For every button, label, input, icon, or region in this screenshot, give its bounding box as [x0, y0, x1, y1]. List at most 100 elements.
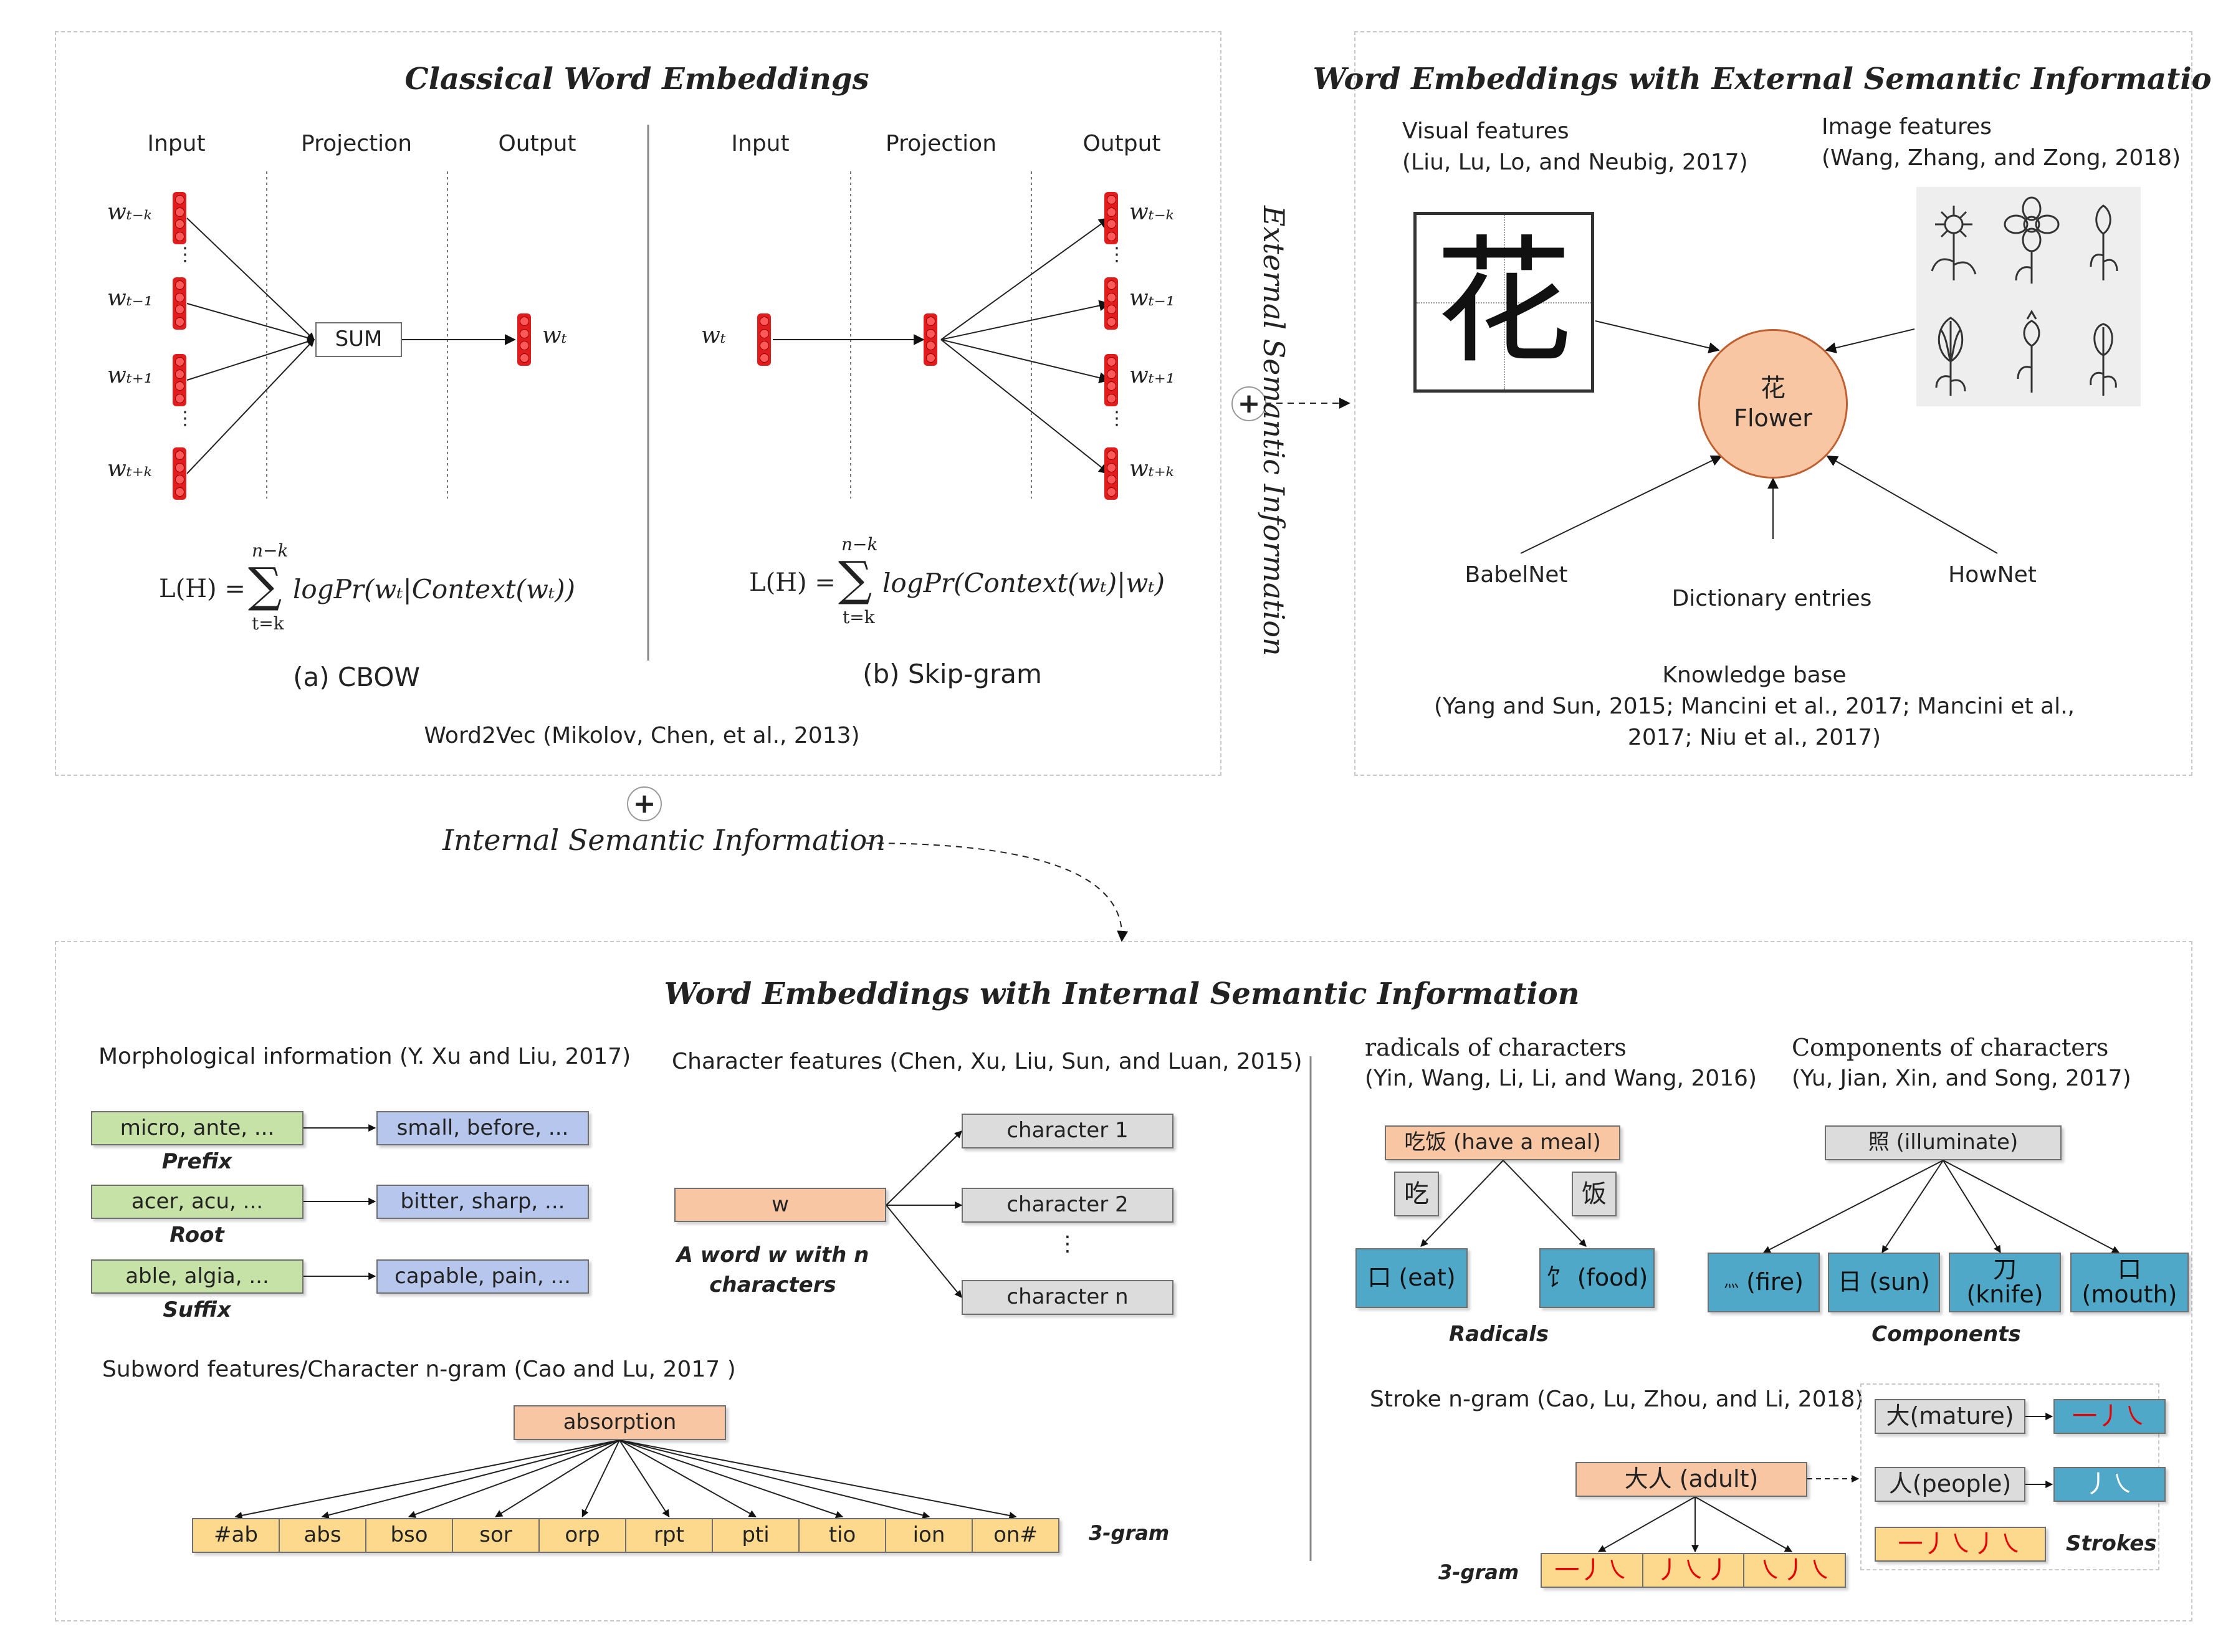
components-citation: (Yu, Jian, Xin, and Song, 2017) — [1792, 1066, 2131, 1091]
cbow-output-label: Output — [498, 131, 576, 156]
subword-fan-arrow — [234, 1440, 620, 1519]
radicals-label: radicals of characters — [1365, 1034, 1627, 1061]
components-label: Components of characters — [1792, 1034, 2109, 1061]
cbow-input-vector — [173, 277, 186, 330]
cbow-ellipsis: ⋮ — [176, 408, 194, 429]
flower-center-node: 花 Flower — [1698, 329, 1848, 479]
visual-features-citation: (Liu, Lu, Lo, and Neubig, 2017) — [1402, 150, 1748, 175]
skipgram-output-vector — [1104, 277, 1118, 330]
skipgram-output-label: Output — [1083, 131, 1161, 156]
radical-char-box: 吃 — [1394, 1172, 1439, 1216]
subword-fan-arrow — [619, 1440, 930, 1519]
classical-panel — [55, 31, 1221, 776]
stroke-gram-row: 一丿㇏ 丿㇏丿 ㇏丿㇏ — [1541, 1553, 1847, 1588]
skipgram-input-vector — [757, 313, 771, 366]
skipgram-ellipsis: ⋮ — [1107, 408, 1126, 429]
hownet-label: HowNet — [1948, 562, 2037, 588]
cbow-input-vector — [173, 447, 186, 500]
babelnet-label: BabelNet — [1465, 562, 1568, 588]
image-features-label: Image features — [1822, 114, 1992, 140]
subword-word-box: absorption — [514, 1405, 726, 1440]
skipgram-output-vector — [1104, 447, 1118, 500]
skipgram-ellipsis: ⋮ — [1107, 244, 1126, 265]
suffix-box: able, algia, ... — [91, 1259, 304, 1294]
radical-leaf-box: 口 (eat) — [1355, 1248, 1468, 1308]
root-box: acer, acu, ... — [91, 1185, 304, 1219]
components-word-box: 照 (illuminate) — [1825, 1125, 2062, 1160]
radicals-citation: (Yin, Wang, Li, Li, and Wang, 2016) — [1365, 1066, 1757, 1091]
subword-fan-arrow — [619, 1440, 844, 1519]
cbow-formula-right: logPr(wₜ|Context(wₜ)) — [293, 574, 576, 604]
subword-fan-arrow — [581, 1440, 620, 1518]
external-title: Word Embeddings with External Semantic I… — [1312, 62, 2213, 97]
components-tag: Components — [1871, 1322, 2021, 1347]
component-glyph: 灬 — [1724, 1273, 1739, 1291]
image-features-citation: (Wang, Zhang, and Zong, 2018) — [1822, 145, 2181, 171]
flower-icon — [2090, 323, 2117, 396]
prefix-root-box: micro, ante, ... — [91, 1111, 304, 1145]
subword-tag: 3-gram — [1089, 1521, 1170, 1545]
component-glyph: 口 — [2117, 1256, 2141, 1284]
stroke-legend-char-box: 人(people) — [1875, 1467, 2025, 1502]
internal-panel — [55, 941, 2192, 1621]
cbow-input-word: wₜ₊₁ — [107, 363, 153, 388]
flower-icon — [1935, 317, 1966, 396]
internal-link-label: Internal Semantic Information — [442, 823, 886, 857]
flower-icon — [2017, 310, 2040, 393]
skipgram-input-word: wₜ — [701, 323, 726, 348]
cbow-input-word: wₜ₋₁ — [107, 285, 153, 311]
component-glyph: 刀 — [1992, 1256, 2017, 1284]
subword-gram-row: #ab abs bso sor orp rpt pti tio ion on# — [192, 1518, 1059, 1553]
charfeat-caption: characters — [709, 1272, 836, 1297]
external-plus-icon: + — [1231, 386, 1266, 421]
classical-title: Classical Word Embeddings — [404, 62, 869, 97]
character-box: character 2 — [962, 1188, 1173, 1223]
cbow-sum-top: n−k — [252, 540, 289, 561]
cbow-input-word: wₜ₊ₖ — [107, 456, 152, 482]
stroke-all-box: 一丿㇏丿㇏ — [1875, 1527, 2046, 1562]
gram-box: #ab — [192, 1518, 280, 1553]
gram-box: sor — [453, 1518, 540, 1553]
gram-box: orp — [540, 1518, 626, 1553]
skipgram-input-label: Input — [731, 131, 790, 156]
skipgram-sum-bottom: t=k — [843, 607, 875, 628]
cbow-input-word: wₜ₋ₖ — [107, 199, 152, 225]
subword-fan-arrow — [619, 1440, 1017, 1519]
flower-icon — [2004, 196, 2060, 284]
knowledge-base-citation: 2017; Niu et al., 2017) — [1627, 725, 1881, 750]
component-leaf-box: 灬 (fire) — [1708, 1253, 1820, 1312]
subword-fan-arrow — [619, 1440, 670, 1518]
charfeat-caption: A word w with n — [676, 1243, 869, 1268]
skipgram-output-word: wₜ₊₁ — [1129, 363, 1175, 388]
word2vec-citation: Word2Vec (Mikolov, Chen, et al., 2013) — [424, 723, 860, 748]
dictionary-label: Dictionary entries — [1671, 586, 1872, 611]
cbow-sum-box: SUM — [315, 322, 402, 357]
gram-box: abs — [280, 1518, 366, 1553]
strokes-tag: Strokes — [2066, 1531, 2157, 1556]
cbow-ellipsis: ⋮ — [176, 244, 194, 265]
cbow-input-vector — [173, 354, 186, 406]
stroke-legend-char-box: 大(mature) — [1875, 1399, 2025, 1434]
internal-title: Word Embeddings with Internal Semantic I… — [664, 976, 1580, 1011]
component-leaf-box: 刀(knife) — [1949, 1253, 2061, 1312]
cbow-input-label: Input — [147, 131, 206, 156]
gram-box: bso — [366, 1518, 453, 1553]
skipgram-output-word: wₜ₊ₖ — [1129, 456, 1174, 482]
skipgram-projection-label: Projection — [885, 131, 997, 156]
subword-label: Subword features/Character n-gram (Cao a… — [102, 1357, 736, 1382]
radical-char-box: 饭 — [1572, 1172, 1617, 1216]
visual-char-image: 花 — [1413, 212, 1594, 393]
radical-leaf-box: 饣 (food) — [1539, 1248, 1655, 1308]
knowledge-base-label: Knowledge base — [1662, 662, 1847, 688]
character-ellipsis: ⋮ — [1057, 1231, 1078, 1256]
visual-char: 花 — [1435, 222, 1572, 382]
cbow-output-word: wₜ — [542, 323, 567, 348]
radicals-tag: Radicals — [1448, 1322, 1549, 1347]
cbow-sum-symbol: ∑ — [248, 557, 282, 613]
stroke-gram-box: 一丿㇏ — [1541, 1553, 1643, 1588]
character-box: character 1 — [962, 1114, 1173, 1148]
root-meaning-box: bitter, sharp, ... — [376, 1185, 589, 1219]
skipgram-formula-right: logPr(Context(wₜ)|wₜ) — [882, 568, 1165, 598]
stroke-gram-box: 丿㇏丿 — [1643, 1553, 1745, 1588]
